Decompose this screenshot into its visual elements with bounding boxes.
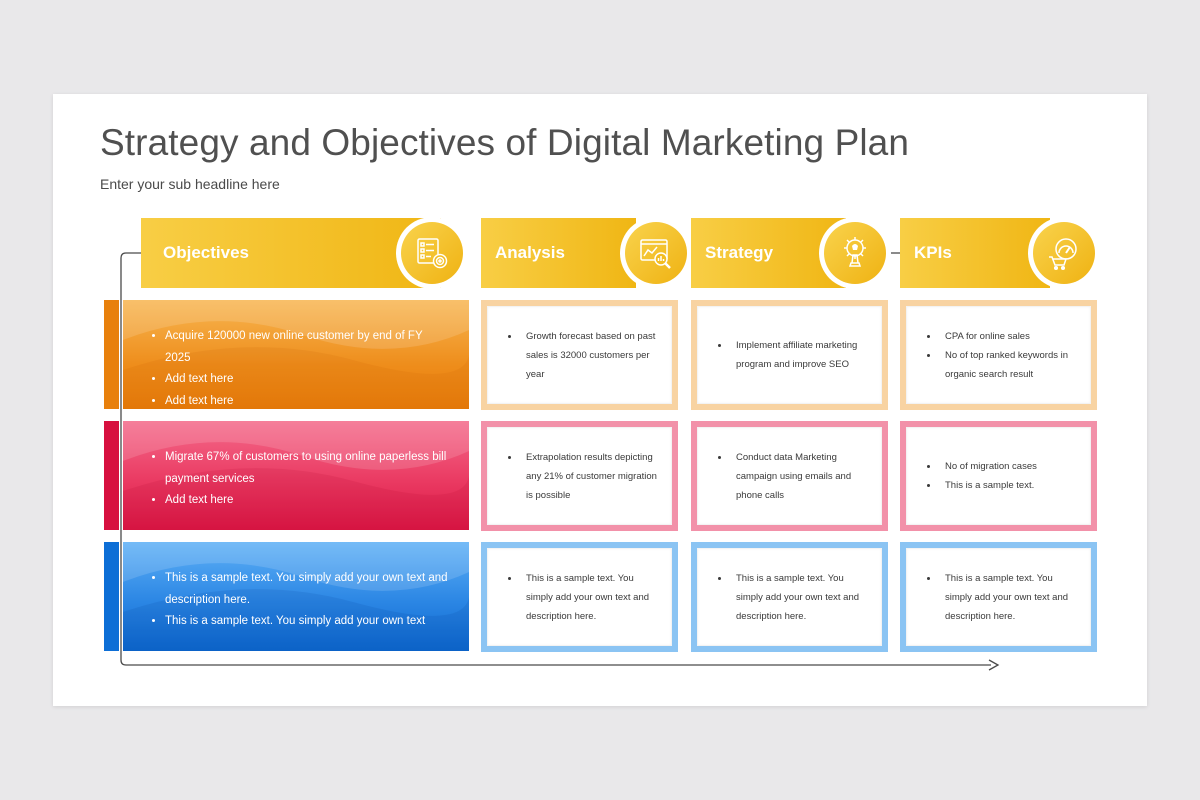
header-label: Analysis <box>495 243 565 262</box>
objective-card: Migrate 67% of customers to using online… <box>123 421 469 530</box>
header-label: KPIs <box>914 243 952 262</box>
list-item: Extrapolation results depicting any 21% … <box>520 448 662 505</box>
list-item: This is a sample text. You simply add yo… <box>730 569 872 626</box>
page-title: Strategy and Objectives of Digital Marke… <box>100 122 910 163</box>
objective-card: This is a sample text. You simply add yo… <box>123 542 469 651</box>
kpi-card: No of migration cases This is a sample t… <box>900 421 1097 531</box>
wave-decoration <box>123 542 469 651</box>
list-item: This is a sample text. You simply add yo… <box>165 568 449 611</box>
header-label: Objectives <box>163 243 249 262</box>
list-item: No of migration cases <box>939 457 1037 476</box>
analysis-card: This is a sample text. You simply add yo… <box>481 542 678 652</box>
list-item: This is a sample text. You simply add yo… <box>520 569 662 626</box>
header-kpis: KPIs <box>900 218 1050 288</box>
objective-card: Acquire 120000 new online customer by en… <box>123 300 469 409</box>
header-analysis: Analysis <box>481 218 636 288</box>
list-item: Growth forecast based on past sales is 3… <box>520 327 662 384</box>
list-item: This is a sample text. You simply add yo… <box>939 569 1081 626</box>
objective-list: Acquire 120000 new online customer by en… <box>145 326 449 409</box>
strategy-card: This is a sample text. You simply add yo… <box>691 542 888 652</box>
list-item: Add text here <box>165 369 449 391</box>
list-item: CPA for online sales <box>939 327 1081 346</box>
kpi-card: This is a sample text. You simply add yo… <box>900 542 1097 652</box>
list-item: Implement affiliate marketing program an… <box>730 336 872 374</box>
list-item: Add text here <box>165 490 449 512</box>
list-item: Add text here <box>165 391 449 410</box>
wave-decoration <box>123 421 469 530</box>
list-item: No of top ranked keywords in organic sea… <box>939 346 1081 384</box>
analysis-card: Growth forecast based on past sales is 3… <box>481 300 678 410</box>
wave-decoration <box>123 300 469 409</box>
strategy-card: Implement affiliate marketing program an… <box>691 300 888 410</box>
list-item: This is a sample text. You simply add yo… <box>165 611 449 633</box>
checklist-target-icon <box>396 217 468 289</box>
speedometer-cart-icon <box>1028 217 1100 289</box>
page-subtitle: Enter your sub headline here <box>100 176 280 192</box>
objective-list: Migrate 67% of customers to using online… <box>145 447 449 512</box>
analysis-card: Extrapolation results depicting any 21% … <box>481 421 678 531</box>
header-label: Strategy <box>705 243 774 262</box>
row-marker <box>104 542 119 651</box>
gear-chess-icon <box>819 217 891 289</box>
strategy-card: Conduct data Marketing campaign using em… <box>691 421 888 531</box>
list-item: Migrate 67% of customers to using online… <box>165 447 449 490</box>
header-objectives: Objectives <box>141 218 441 288</box>
list-item: This is a sample text. <box>939 476 1037 495</box>
row-marker <box>104 421 119 530</box>
row-marker <box>104 300 119 409</box>
kpi-card: CPA for online sales No of top ranked ke… <box>900 300 1097 410</box>
objective-list: This is a sample text. You simply add yo… <box>145 568 449 633</box>
list-item: Acquire 120000 new online customer by en… <box>165 326 449 369</box>
analytics-magnifier-icon <box>620 217 692 289</box>
slide: Strategy and Objectives of Digital Marke… <box>53 94 1147 706</box>
list-item: Conduct data Marketing campaign using em… <box>730 448 872 505</box>
